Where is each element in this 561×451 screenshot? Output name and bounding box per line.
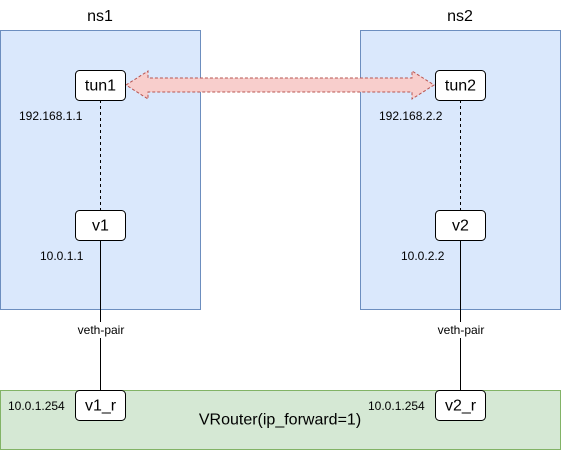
v1-interface[interactable] [75,210,126,241]
tun1-interface[interactable] [75,70,126,101]
v1_r-ip: 10.0.1.254 [8,399,65,413]
tun1-ip: 192.168.1.1 [19,109,83,123]
tun2-ip: 192.168.2.2 [379,109,443,123]
tunnel-double-arrow [125,70,435,100]
tun1-label: tun1 [85,78,116,95]
tun2-interface[interactable] [435,70,486,101]
v1_r-interface[interactable] [75,390,126,421]
right-veth-pair-label: veth-pair [438,323,485,337]
v2_r-ip: 10.0.1.254 [368,399,425,413]
v2_r-label: v2_r [445,398,477,415]
vrouter-label: VRouter(ip_forward=1) [199,412,361,429]
ns1-title: ns1 [87,8,113,25]
v1-ip: 10.0.1.1 [40,249,84,263]
v2-interface[interactable] [435,210,486,241]
left-veth-label-bg [74,322,128,338]
v2-label: v2 [452,218,469,235]
right-veth-label-bg [434,322,488,338]
v1_r-label: v1_r [85,398,117,415]
v1-label: v1 [92,218,109,235]
left-veth-pair-label: veth-pair [78,323,125,337]
tun2-label: tun2 [445,78,476,95]
ns2-title: ns2 [447,8,473,25]
v2-ip: 10.0.2.2 [401,249,445,263]
v2_r-interface[interactable] [435,390,486,421]
